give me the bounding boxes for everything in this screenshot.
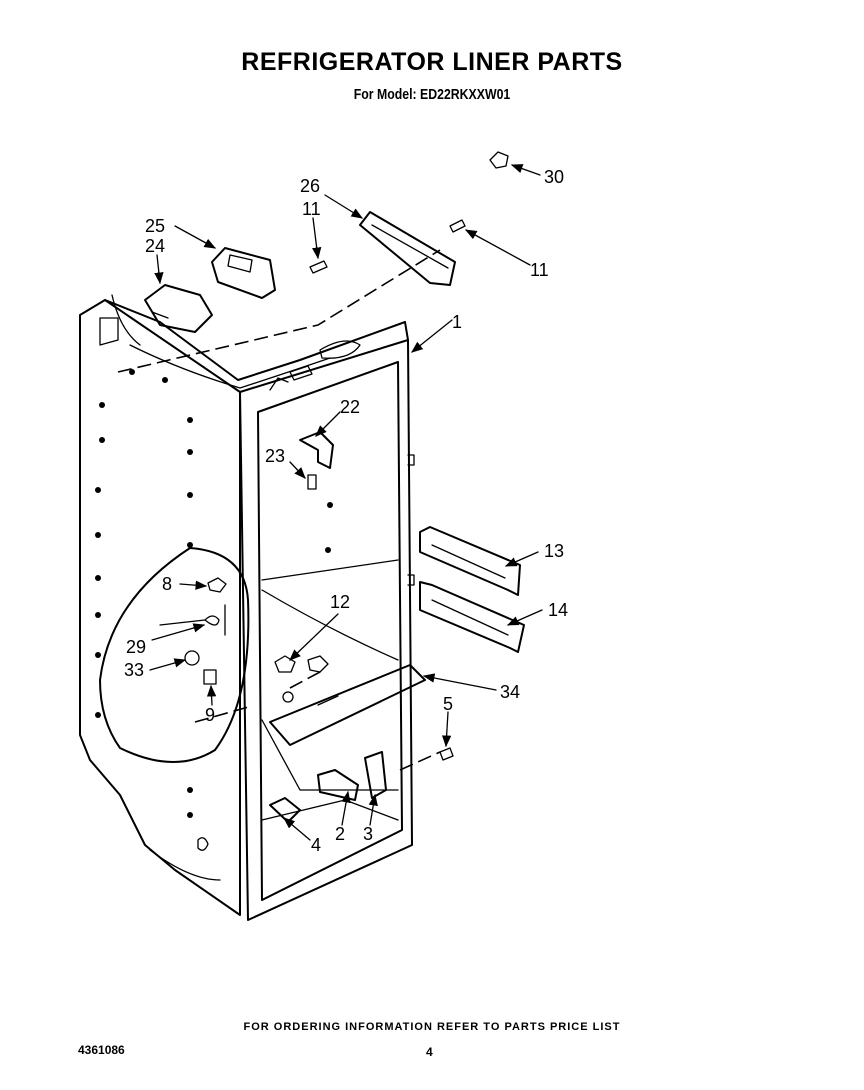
page-number: 4 [426, 1045, 433, 1059]
part-11-screw-left [309, 260, 328, 274]
callout-3: 3 [363, 824, 373, 844]
part-26-rail [359, 211, 456, 286]
part-24-housing [144, 284, 213, 333]
part-22-bracket [299, 431, 334, 469]
callout-9: 9 [205, 705, 215, 725]
callout-5: 5 [443, 694, 453, 714]
leader-lines [149, 164, 543, 841]
assembly-guide-lines [117, 249, 441, 771]
part-14-rail [419, 581, 525, 653]
callout-11-top: 11 [302, 199, 321, 219]
part-11-screw-right [449, 219, 466, 233]
part-23-screw [307, 474, 317, 490]
callout-24: 24 [145, 236, 165, 256]
callout-22: 22 [340, 397, 360, 417]
callout-12: 12 [330, 592, 350, 612]
liner-cabinet [79, 299, 415, 921]
part-5-screw [439, 747, 454, 761]
document-number: 4361086 [78, 1043, 125, 1057]
detail-circle [99, 547, 250, 763]
part-12-clip-b [307, 655, 329, 673]
part-25-bracket [211, 247, 276, 299]
callout-11-right: 11 [530, 260, 549, 280]
callout-1: 1 [452, 312, 462, 332]
part-4-bracket [269, 797, 301, 823]
part-3-bracket [364, 751, 387, 799]
page-title: REFRIGERATOR LINER PARTS [241, 48, 623, 76]
part-30-clip [489, 151, 509, 169]
callout-33: 33 [124, 660, 144, 680]
callout-34: 34 [500, 682, 520, 702]
ordering-info-note: FOR ORDERING INFORMATION REFER TO PARTS … [243, 1021, 621, 1033]
callout-4: 4 [311, 835, 321, 855]
callout-2: 2 [335, 824, 345, 844]
part-12-clip-a [274, 655, 296, 673]
part-2-bracket [317, 769, 359, 801]
part-13-rail [419, 526, 521, 596]
model-subtitle: For Model: ED22RKXXW01 [353, 86, 511, 103]
callout-26: 26 [300, 176, 320, 196]
callout-30: 30 [544, 167, 564, 187]
callout-14: 14 [548, 600, 568, 620]
callout-29: 29 [126, 637, 146, 657]
callout-8: 8 [162, 574, 172, 594]
callout-13: 13 [544, 541, 564, 561]
callout-25: 25 [145, 216, 165, 236]
callout-23: 23 [265, 446, 285, 466]
